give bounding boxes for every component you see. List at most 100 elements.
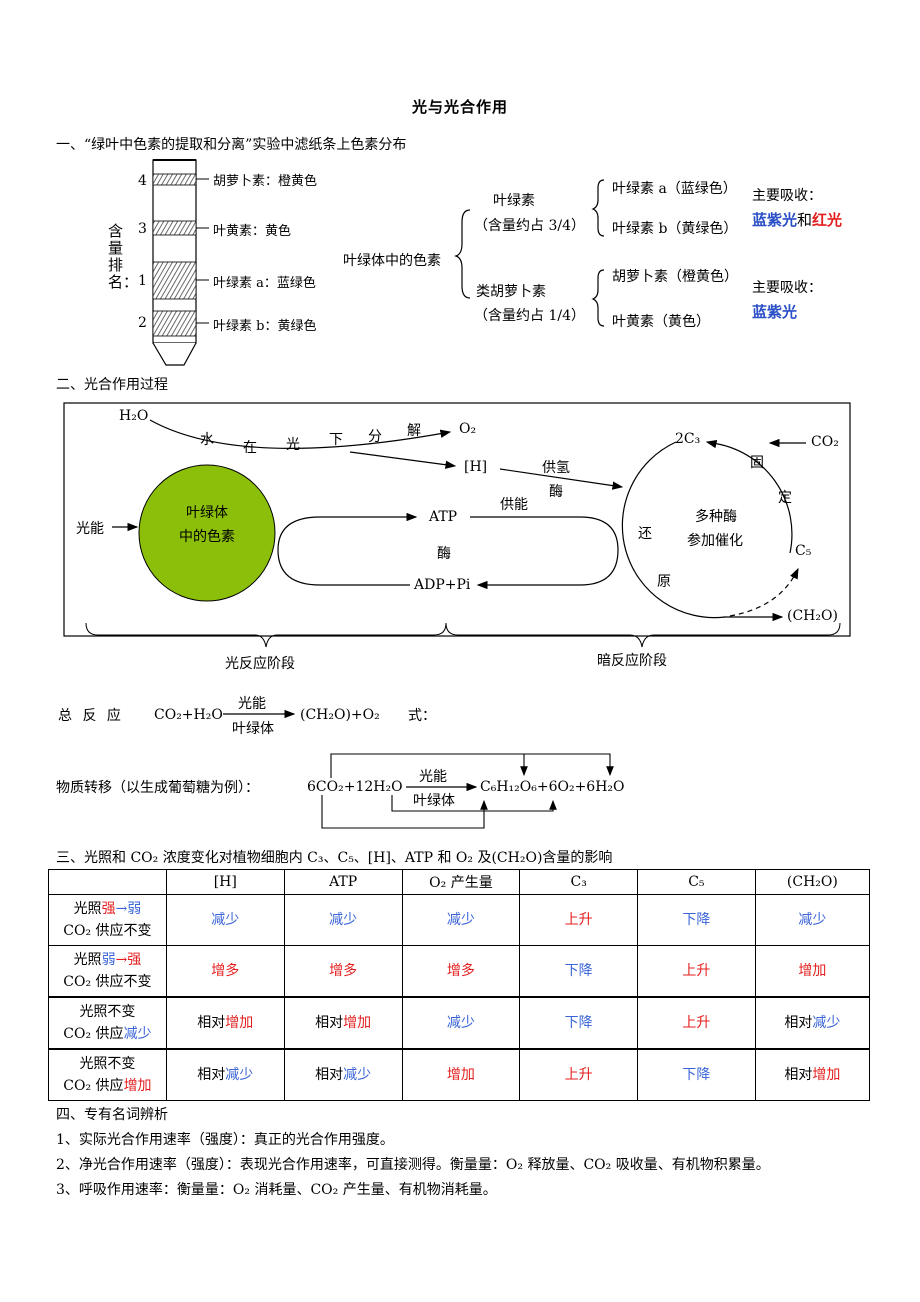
calvin-regenerate [729,567,799,617]
carotenoid-name: 类胡萝卜素 [476,284,546,300]
chlorophyll-name: 叶绿素 [493,193,535,209]
value-cell: 下降 [519,996,639,1050]
cell-text: 增加 [123,1078,152,1094]
cell-text: 减少 [446,912,475,928]
value-cell: 相对增加 [283,996,403,1050]
split-char: 分 [368,429,382,445]
cell-text: 减少 [812,1015,841,1031]
rank-2: 2 [138,315,147,331]
brace-dark-stage [445,622,841,648]
value-cell: 相对增加 [165,996,285,1050]
split-char: 光 [286,437,300,453]
cell-text: 减少 [798,912,827,928]
brace-light-stage [85,622,447,648]
value-cell: 上升 [519,894,639,946]
chlorophyll-absorb: 蓝紫光和红光 [752,211,843,229]
cell-text: 上升 [564,912,593,928]
cell-text: 减少 [211,912,240,928]
total-reaction-suffix: 式： [408,708,436,724]
carotene: 胡萝卜素（橙黄色） [612,269,738,285]
column-header: O₂ 产生量 [401,869,521,895]
cell-text: 下降 [564,963,593,979]
cell-text: 光照 [73,901,102,917]
split-char: 解 [407,423,421,439]
content-ranking-label: 含量排名： [108,222,139,291]
cell-text: 增加 [343,1015,372,1031]
reduce-char: 原 [657,574,671,590]
value-cell: 上升 [637,996,756,1050]
band-carotene [152,173,197,186]
supply-h-label: 供氢 [542,460,570,476]
value-cell: 相对增加 [754,1048,871,1101]
cell-text: CO₂ 供应 [63,1078,124,1094]
split-char: 在 [243,440,257,456]
value-cell: 下降 [637,1048,756,1101]
cell-text: 增加 [225,1015,254,1031]
light-stage-label: 光反应阶段 [225,656,295,672]
cell-text: 减少 [123,1026,152,1042]
chloroplast-text: 叶绿体 [186,505,228,521]
cell-text: 减少 [225,1067,254,1083]
chlorophyll-a: 叶绿素 a（蓝绿色） [612,181,737,197]
multi-enzyme: 参加催化 [687,533,743,549]
brace-chlorophyll [591,179,605,237]
pigment-strip-diagram [152,159,605,366]
band-label: 胡萝卜素：橙黄色 [213,174,318,189]
section3-heading: 三、光照和 CO₂ 浓度变化对植物细胞内 C₃、C₅、[H]、ATP 和 O₂ … [56,850,613,866]
reduce-char: 还 [638,526,652,542]
band-chlorophyll-b [152,310,197,337]
column-header [48,869,167,895]
calvin-arc-reduce [621,441,726,619]
column-header: C₅ [637,869,756,895]
cell-text: 相对 [315,1015,344,1031]
cell-text: 弱 [101,952,116,968]
chlorophyll-absorb-label: 主要吸收： [752,188,822,204]
column-header: (CH₂O) [754,869,871,895]
band-xanthophyll [152,220,197,236]
h-label: [H] [464,459,488,475]
supply-h-enzyme: 酶 [549,484,563,500]
cell-text: CO₂ 供应 [63,1026,124,1042]
calvin-arc-fix [711,442,793,554]
cell-text: 相对 [197,1015,226,1031]
cell-text: 增多 [211,963,240,979]
transfer-lhs: 6CO₂+12H₂O [307,779,403,795]
atp-label: ATP [429,509,458,525]
cell-text: → [115,901,128,917]
band-label: 叶绿素 a：蓝绿色 [213,276,316,291]
transfer-label: 物质转移（以生成葡萄糖为例）： [56,780,259,796]
rank-3: 3 [138,221,147,237]
value-cell: 增多 [165,945,285,998]
arrows-overlay [223,709,614,829]
cell-text: 增加 [812,1067,841,1083]
supply-h-arrow [499,468,624,490]
light-label: 光能 [76,521,104,537]
split-char: 下 [329,432,343,448]
cell-text: CO₂ 供应不变 [63,974,152,990]
value-cell: 相对减少 [283,1048,403,1101]
section2-heading: 二、光合作用过程 [56,377,168,393]
brace-root [454,209,471,299]
band-label: 叶黄素：黄色 [213,224,292,239]
atp-loop-left [277,516,410,586]
co2-label: CO₂ [811,434,839,450]
value-cell: 增多 [401,945,521,998]
h-arrow [349,451,457,469]
cell-text: 下降 [564,1015,593,1031]
process-frame [63,402,851,637]
cell-text: 上升 [682,963,711,979]
dark-stage-label: 暗反应阶段 [597,653,667,669]
multi-enzyme: 多种酶 [695,509,737,525]
pigment-root: 叶绿体中的色素 [343,253,441,269]
value-cell: 下降 [637,894,756,946]
cell-text: 弱 [127,901,142,917]
cell-text: 增多 [446,963,475,979]
supply-energy-label: 供能 [500,497,528,513]
cell-text: 上升 [564,1067,593,1083]
ch2o-label: (CH₂O) [787,608,838,624]
cell-text: 减少 [343,1067,372,1083]
